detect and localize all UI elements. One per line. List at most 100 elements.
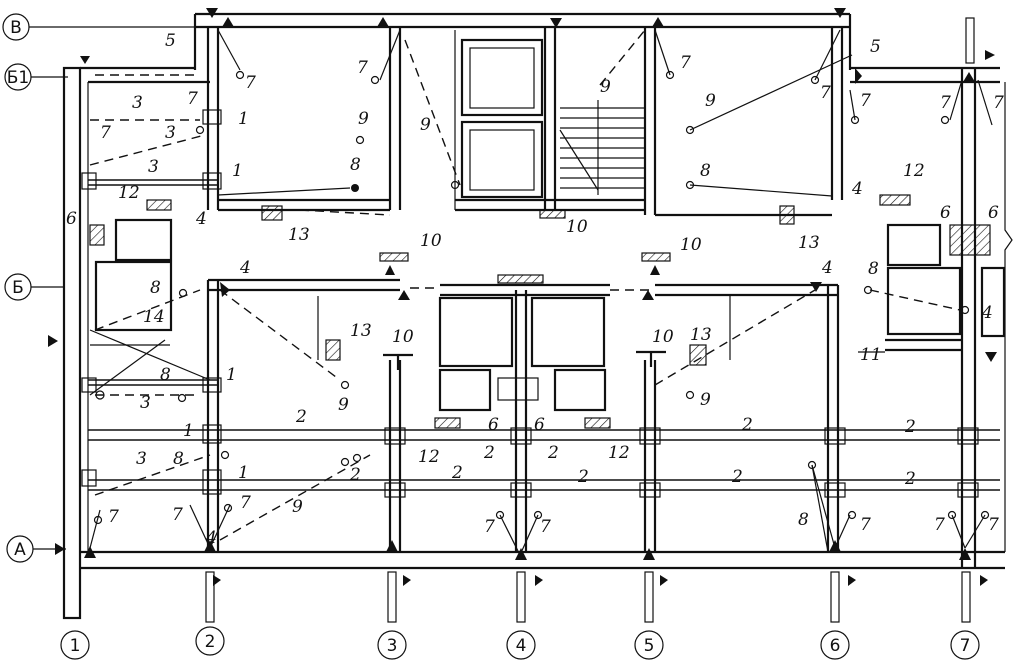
- label-2: 2: [731, 467, 743, 487]
- label-7: 7: [240, 493, 251, 513]
- label-3: 3: [132, 93, 143, 113]
- label-10: 10: [392, 327, 414, 347]
- label-2: 2: [349, 465, 361, 485]
- label-7: 7: [484, 517, 495, 537]
- label-9: 9: [358, 109, 369, 129]
- label-11: 11: [860, 345, 882, 365]
- stair-steps: [559, 100, 645, 195]
- label-2: 2: [741, 415, 753, 435]
- label-4: 4: [851, 179, 863, 199]
- axis-number-6-label: 6: [830, 636, 841, 656]
- label-7: 7: [680, 53, 691, 73]
- label-6: 6: [66, 209, 77, 229]
- label-9: 9: [700, 390, 711, 410]
- label-8: 8: [700, 161, 711, 181]
- label-2: 2: [451, 463, 463, 483]
- label-13: 13: [350, 321, 372, 341]
- label-7: 7: [357, 58, 368, 78]
- label-12: 12: [903, 161, 925, 181]
- label-9: 9: [292, 497, 303, 517]
- label-6: 6: [534, 415, 545, 435]
- label-1: 1: [238, 463, 249, 483]
- label-3: 3: [140, 393, 151, 413]
- axis-number-4: 4: [506, 630, 536, 660]
- label-7: 7: [187, 89, 198, 109]
- rope-lines: [89, 29, 993, 556]
- label-7: 7: [940, 93, 951, 113]
- label-13: 13: [288, 225, 310, 245]
- label-2: 2: [577, 467, 589, 487]
- label-7: 7: [172, 505, 183, 525]
- label-8: 8: [150, 278, 161, 298]
- column-stubs: [205, 17, 975, 623]
- label-9: 9: [338, 395, 349, 415]
- axis-letter-b: Б: [4, 273, 65, 301]
- label-8: 8: [160, 365, 171, 385]
- axis-letter-v: В: [2, 13, 195, 41]
- label-14: 14: [143, 307, 165, 327]
- stair-unit: [460, 38, 645, 199]
- label-8: 8: [798, 510, 809, 530]
- label-6: 6: [488, 415, 499, 435]
- label-9: 9: [705, 91, 716, 111]
- label-1: 1: [226, 365, 237, 385]
- axis-number-5-label: 5: [644, 636, 655, 656]
- callout-labels: 5 5 7 7 7 7 7 7 7 7 7 3 3 3 1 1 9 9 9 9 …: [66, 31, 1004, 548]
- label-5: 5: [870, 37, 881, 57]
- axis-letter-a-label: А: [14, 540, 26, 560]
- label-3: 3: [165, 123, 176, 143]
- label-8: 8: [173, 449, 184, 469]
- label-8: 8: [350, 155, 361, 175]
- axis-number-1: 1: [60, 630, 90, 660]
- label-6: 6: [988, 203, 999, 223]
- hook-points: [93, 70, 990, 525]
- label-7: 7: [820, 83, 831, 103]
- label-7: 7: [993, 93, 1004, 113]
- label-4: 4: [821, 258, 833, 278]
- label-4: 4: [981, 303, 993, 323]
- label-2: 2: [483, 443, 495, 463]
- interior-walls: [87, 27, 962, 552]
- label-3: 3: [148, 157, 159, 177]
- label-12: 12: [118, 183, 140, 203]
- label-6: 6: [940, 203, 951, 223]
- label-1: 1: [183, 421, 194, 441]
- label-9: 9: [600, 77, 611, 97]
- label-13: 13: [690, 325, 712, 345]
- axis-number-5: 5: [634, 630, 664, 660]
- label-7: 7: [540, 517, 551, 537]
- block-panels: [94, 218, 1006, 412]
- label-1: 1: [238, 109, 249, 129]
- label-5: 5: [165, 31, 176, 51]
- label-4: 4: [239, 258, 251, 278]
- label-13: 13: [798, 233, 820, 253]
- clamp-joints: [81, 109, 979, 498]
- label-9: 9: [420, 115, 431, 135]
- label-4: 4: [205, 528, 217, 548]
- label-1: 1: [232, 161, 243, 181]
- label-12: 12: [608, 443, 630, 463]
- label-8: 8: [868, 259, 879, 279]
- label-10: 10: [680, 235, 702, 255]
- axis-letter-b1-label: Б1: [7, 68, 29, 88]
- label-12: 12: [418, 447, 440, 467]
- axis-number-7-label: 7: [960, 636, 971, 656]
- axis-number-4-label: 4: [516, 636, 527, 656]
- label-7: 7: [988, 515, 999, 535]
- axis-number-7: 7: [950, 630, 980, 660]
- runway-lines: [88, 179, 1000, 491]
- axis-number-3: 3: [377, 630, 407, 660]
- triangle-markers: [48, 8, 997, 586]
- axis-letter-b-label: Б: [12, 278, 24, 298]
- axis-number-6: 6: [820, 630, 850, 660]
- label-10: 10: [420, 231, 442, 251]
- axis-number-2-label: 2: [205, 632, 216, 652]
- label-2: 2: [904, 469, 916, 489]
- label-4: 4: [195, 209, 207, 229]
- label-7: 7: [934, 515, 945, 535]
- label-3: 3: [136, 449, 147, 469]
- label-7: 7: [245, 73, 256, 93]
- axis-letter-b1: Б1: [4, 63, 68, 91]
- axis-number-2: 2: [195, 626, 225, 656]
